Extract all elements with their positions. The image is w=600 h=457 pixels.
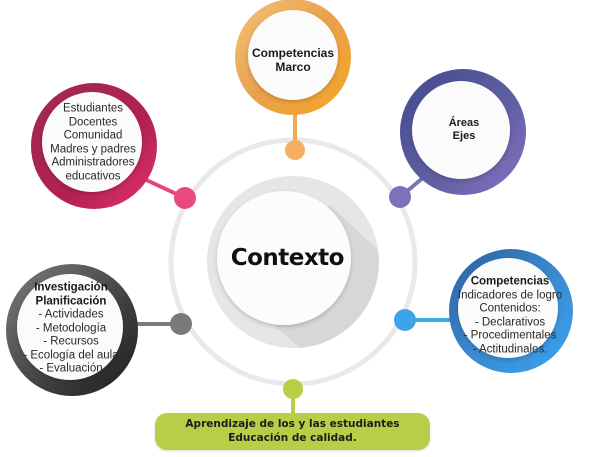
node-bottom-left-line: - Ecología del aula <box>23 349 119 362</box>
node-top-circle <box>235 0 351 115</box>
node-bottom-left-line: Investigación <box>34 281 108 294</box>
node-bottom-right-circle <box>449 249 573 373</box>
node-top-left-line: Docentes <box>68 115 118 128</box>
node-top-left-line: educativos <box>65 170 121 183</box>
node-bottom-right-label: Competencias Indicadores de logro Conten… <box>458 275 562 356</box>
node-top-label: Competencias Marco <box>252 46 334 74</box>
center-disk <box>217 191 351 325</box>
node-bottom-left-line: - Metodología <box>35 322 107 335</box>
node-top-line: Marco <box>275 60 311 74</box>
node-top-line: Competencias <box>251 45 335 60</box>
node-top-left-line: Administradores <box>51 156 135 169</box>
banner-line: Aprendizaje de los y las estudiantes <box>185 418 400 431</box>
node-bottom-right-line: Contenidos: <box>479 302 541 315</box>
dot-blue <box>394 309 416 331</box>
dot-orange <box>285 140 305 160</box>
node-top-right-circle <box>400 69 526 195</box>
node-top-left-line: Comunidad <box>63 129 123 142</box>
node-bottom-right-line: - Procedimentales <box>463 329 557 342</box>
node-top-left-line: Estudiantes <box>62 102 124 115</box>
center-title: Contexto <box>230 245 345 271</box>
dot-pink <box>174 187 196 209</box>
node-top-left-circle <box>31 83 157 209</box>
dot-gray <box>170 313 192 335</box>
node-bottom-right-line: Indicadores de logro <box>457 288 563 301</box>
node-bottom-left-label: Investigación Planificación - Actividade… <box>23 282 118 377</box>
node-top-left-line: Madres y padres <box>50 143 136 155</box>
banner-line: Educación de calidad. <box>228 431 357 444</box>
node-bottom-right-line: - Actitudinales. <box>472 343 548 356</box>
node-top-right-label: Áreas Ejes <box>449 117 480 143</box>
node-bottom-right-line: - Declarativos <box>474 316 546 328</box>
node-top-right-line: Ejes <box>452 130 476 142</box>
dot-green <box>283 379 303 399</box>
node-top-right-line: Áreas <box>448 117 480 130</box>
node-bottom-left-line: - Evaluación <box>39 362 103 375</box>
node-bottom-left-line: Planificación <box>35 295 107 308</box>
node-bottom-left-line: - Actividades <box>38 308 104 321</box>
outcome-banner: Aprendizaje de los y las estudiantes Edu… <box>155 413 430 450</box>
node-bottom-left-line: - Recursos <box>43 335 99 348</box>
node-bottom-left-circle <box>6 264 138 396</box>
node-bottom-right-line: Competencias <box>470 275 550 288</box>
node-top-left-label: Estudiantes Docentes Comunidad Madres y … <box>50 102 136 183</box>
dot-purple <box>389 186 411 208</box>
